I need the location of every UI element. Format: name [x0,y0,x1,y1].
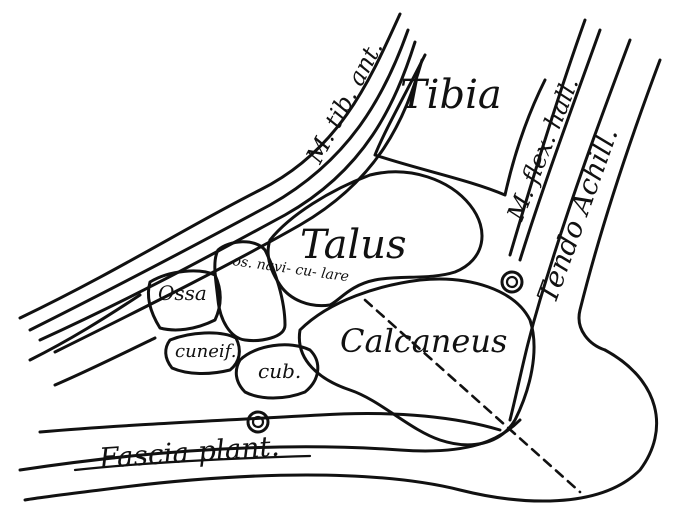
tendon-circle-back [502,272,522,292]
label-tibia: Tibia [400,72,502,118]
tendon-circle-sole [248,412,268,432]
label-ossa: Ossa [158,281,207,305]
label-calcaneus: Calcaneus [340,322,507,360]
label-talus: Talus [300,222,407,268]
label-cub: cub. [258,359,301,383]
label-fascia-plant: Fascia plant. [97,429,280,475]
tendon-circle-back-inner [507,277,517,287]
label-cuneif: cuneif. [175,341,236,362]
